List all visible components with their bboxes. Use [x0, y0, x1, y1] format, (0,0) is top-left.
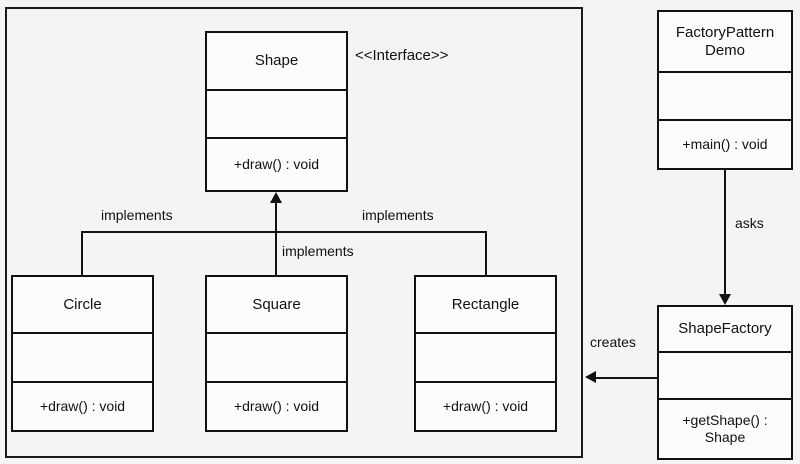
implements-arrowhead-icon	[270, 192, 282, 203]
class-box-circle[interactable]: Circle +draw() : void	[11, 275, 154, 432]
implements-label-left: implements	[101, 207, 173, 223]
class-name-circle: Circle	[13, 277, 152, 334]
class-attributes-rectangle	[416, 334, 555, 383]
class-box-rectangle[interactable]: Rectangle +draw() : void	[414, 275, 557, 432]
implements-drop-circle-line	[81, 231, 83, 275]
class-name-shape-factory: ShapeFactory	[659, 307, 791, 353]
creates-connector-horizontal-line	[596, 377, 658, 379]
class-operations-circle: +draw() : void	[39, 398, 126, 415]
class-attributes-shape-factory	[659, 353, 791, 400]
class-name-rectangle: Rectangle	[416, 277, 555, 334]
class-operations-square: +draw() : void	[233, 398, 320, 415]
creates-connector-vertical-line	[657, 351, 659, 379]
asks-label: asks	[735, 215, 764, 231]
class-operations-factory-pattern-demo: +main() : void	[682, 136, 768, 153]
implements-drop-rectangle-line	[485, 231, 487, 275]
class-attributes-factory-pattern-demo	[659, 73, 791, 122]
class-box-factory-pattern-demo[interactable]: FactoryPattern Demo +main() : void	[657, 10, 793, 170]
class-name-shape: Shape	[207, 33, 346, 91]
creates-arrowhead-icon	[585, 371, 596, 383]
class-operations-rectangle: +draw() : void	[442, 398, 529, 415]
implements-crossbar-line	[81, 231, 486, 233]
implements-label-center: implements	[282, 243, 354, 259]
class-attributes-square	[207, 334, 346, 383]
stereotype-interface-label: <<Interface>>	[355, 47, 449, 64]
class-name-factory-pattern-demo: FactoryPattern Demo	[659, 12, 791, 74]
asks-arrowhead-icon	[719, 294, 731, 305]
class-box-shape-factory[interactable]: ShapeFactory +getShape() : Shape	[657, 305, 793, 460]
class-name-square: Square	[207, 277, 346, 334]
class-attributes-circle	[13, 334, 152, 383]
implements-label-right: implements	[362, 207, 434, 223]
asks-connector-line	[724, 170, 726, 294]
creates-label: creates	[590, 334, 636, 350]
class-operations-shape: +draw() : void	[233, 156, 320, 173]
class-box-shape[interactable]: Shape +draw() : void	[205, 31, 348, 192]
class-operations-shape-factory: +getShape() : Shape	[682, 412, 768, 445]
class-box-square[interactable]: Square +draw() : void	[205, 275, 348, 432]
class-attributes-shape	[207, 91, 346, 139]
implements-trunk-line	[275, 203, 277, 275]
